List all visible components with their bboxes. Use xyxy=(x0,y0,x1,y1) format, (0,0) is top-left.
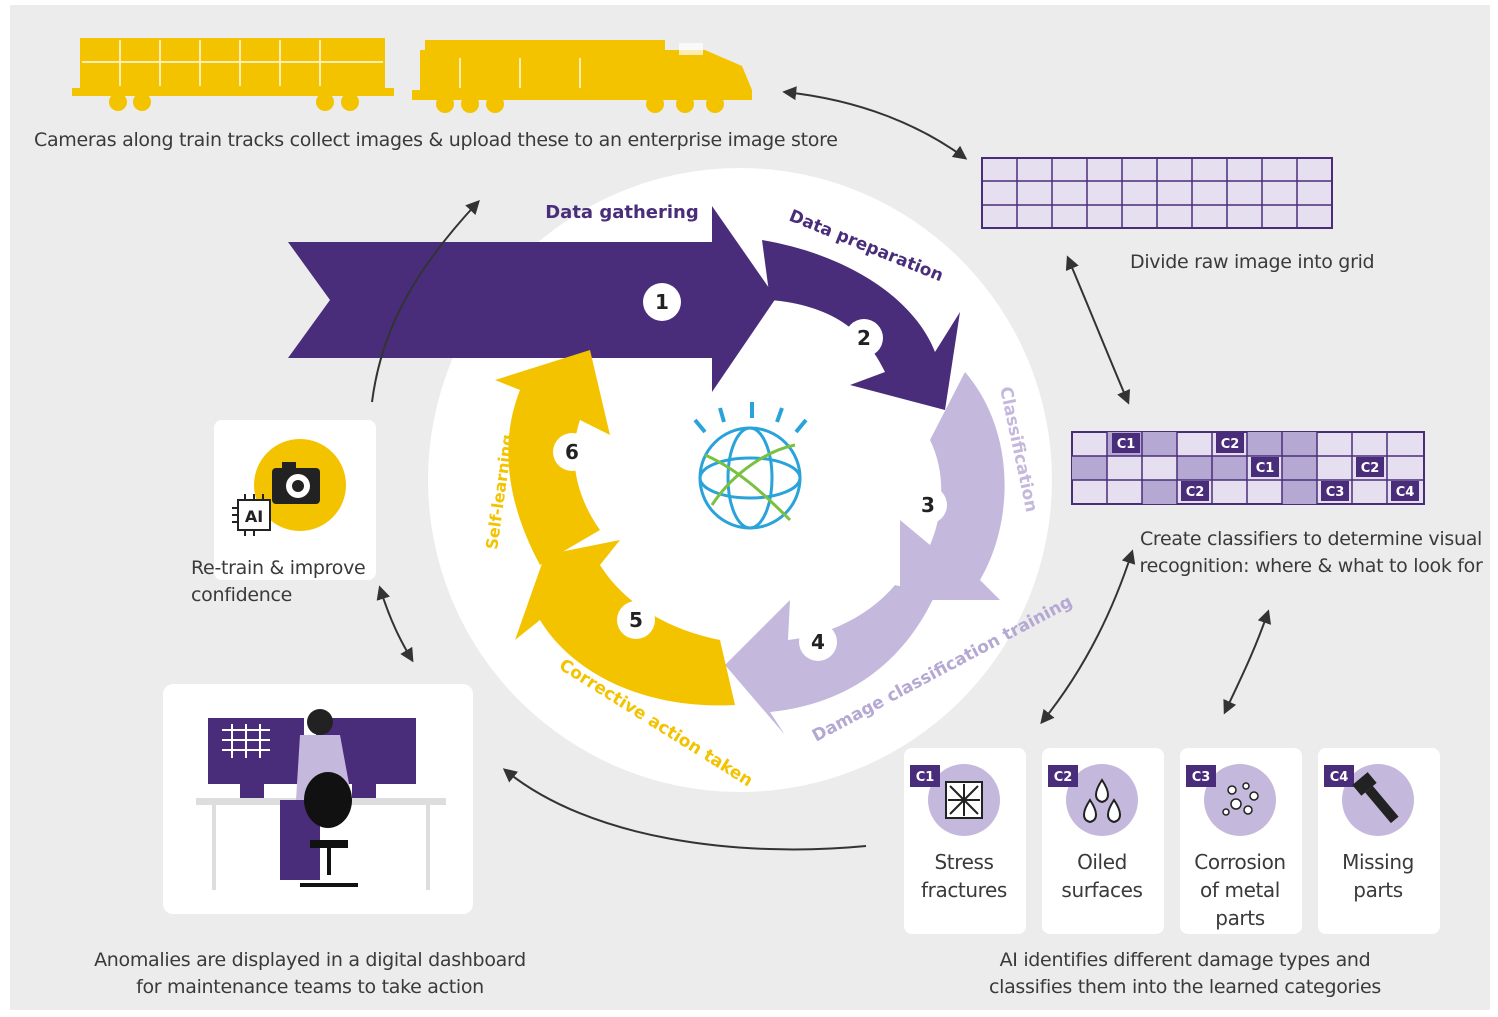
step-3-arrow xyxy=(900,372,1005,600)
dashboard-caption: Anomalies are displayed in a digital das… xyxy=(94,949,526,998)
step-2-number: 2 xyxy=(857,326,871,350)
identify-caption: AI identifies different damage types and… xyxy=(988,949,1382,998)
damage-label-stress-fractures: Stress fractures xyxy=(921,850,1007,902)
step-6-number: 6 xyxy=(565,440,579,464)
grid-tag: C3 xyxy=(1326,485,1345,500)
train-icon xyxy=(72,38,752,113)
damage-code: C3 xyxy=(1192,770,1211,785)
grid-tag: C2 xyxy=(1221,437,1240,452)
damage-code: C4 xyxy=(1330,770,1349,785)
grid-tag: C4 xyxy=(1396,485,1415,500)
operator-at-desk-icon xyxy=(196,709,446,890)
step-1-number: 1 xyxy=(655,290,669,314)
grid-caption: Divide raw image into grid xyxy=(1130,251,1375,273)
classified-grid xyxy=(1071,431,1425,505)
damage-code: C2 xyxy=(1054,770,1073,785)
step-4-number: 4 xyxy=(811,630,825,654)
step-4-arrow xyxy=(725,585,935,735)
raw-image-grid xyxy=(981,157,1333,229)
step-6-arrow xyxy=(495,350,610,565)
grid-tag: C2 xyxy=(1186,485,1205,500)
grid-tag: C2 xyxy=(1361,461,1380,476)
damage-label-missing-parts: Missing parts xyxy=(1342,850,1414,902)
step-3-number: 3 xyxy=(921,493,935,517)
ai-globe-icon xyxy=(693,402,808,530)
ai-chip-label: AI xyxy=(245,507,263,526)
step-number-circles xyxy=(553,283,947,661)
retrain-caption: Re-train & improve confidence xyxy=(191,557,366,606)
damage-label-oiled-surfaces: Oiled surfaces xyxy=(1061,850,1143,902)
step-5-number: 5 xyxy=(629,608,643,632)
connector-arrows xyxy=(371,86,1271,851)
damage-cards xyxy=(904,748,1440,934)
step-1-label: Data gathering xyxy=(545,202,699,223)
step-1-arrow xyxy=(288,206,776,392)
classifiers-caption: Create classifiers to determine visual r… xyxy=(1139,528,1483,577)
grid-tag: C1 xyxy=(1256,461,1275,476)
damage-label-corrosion: Corrosion of metal parts xyxy=(1194,850,1286,930)
damage-code: C1 xyxy=(916,770,935,785)
grid-tag: C1 xyxy=(1117,437,1136,452)
cameras-caption: Cameras along train tracks collect image… xyxy=(34,129,838,151)
camera-ai-icon xyxy=(232,439,346,536)
